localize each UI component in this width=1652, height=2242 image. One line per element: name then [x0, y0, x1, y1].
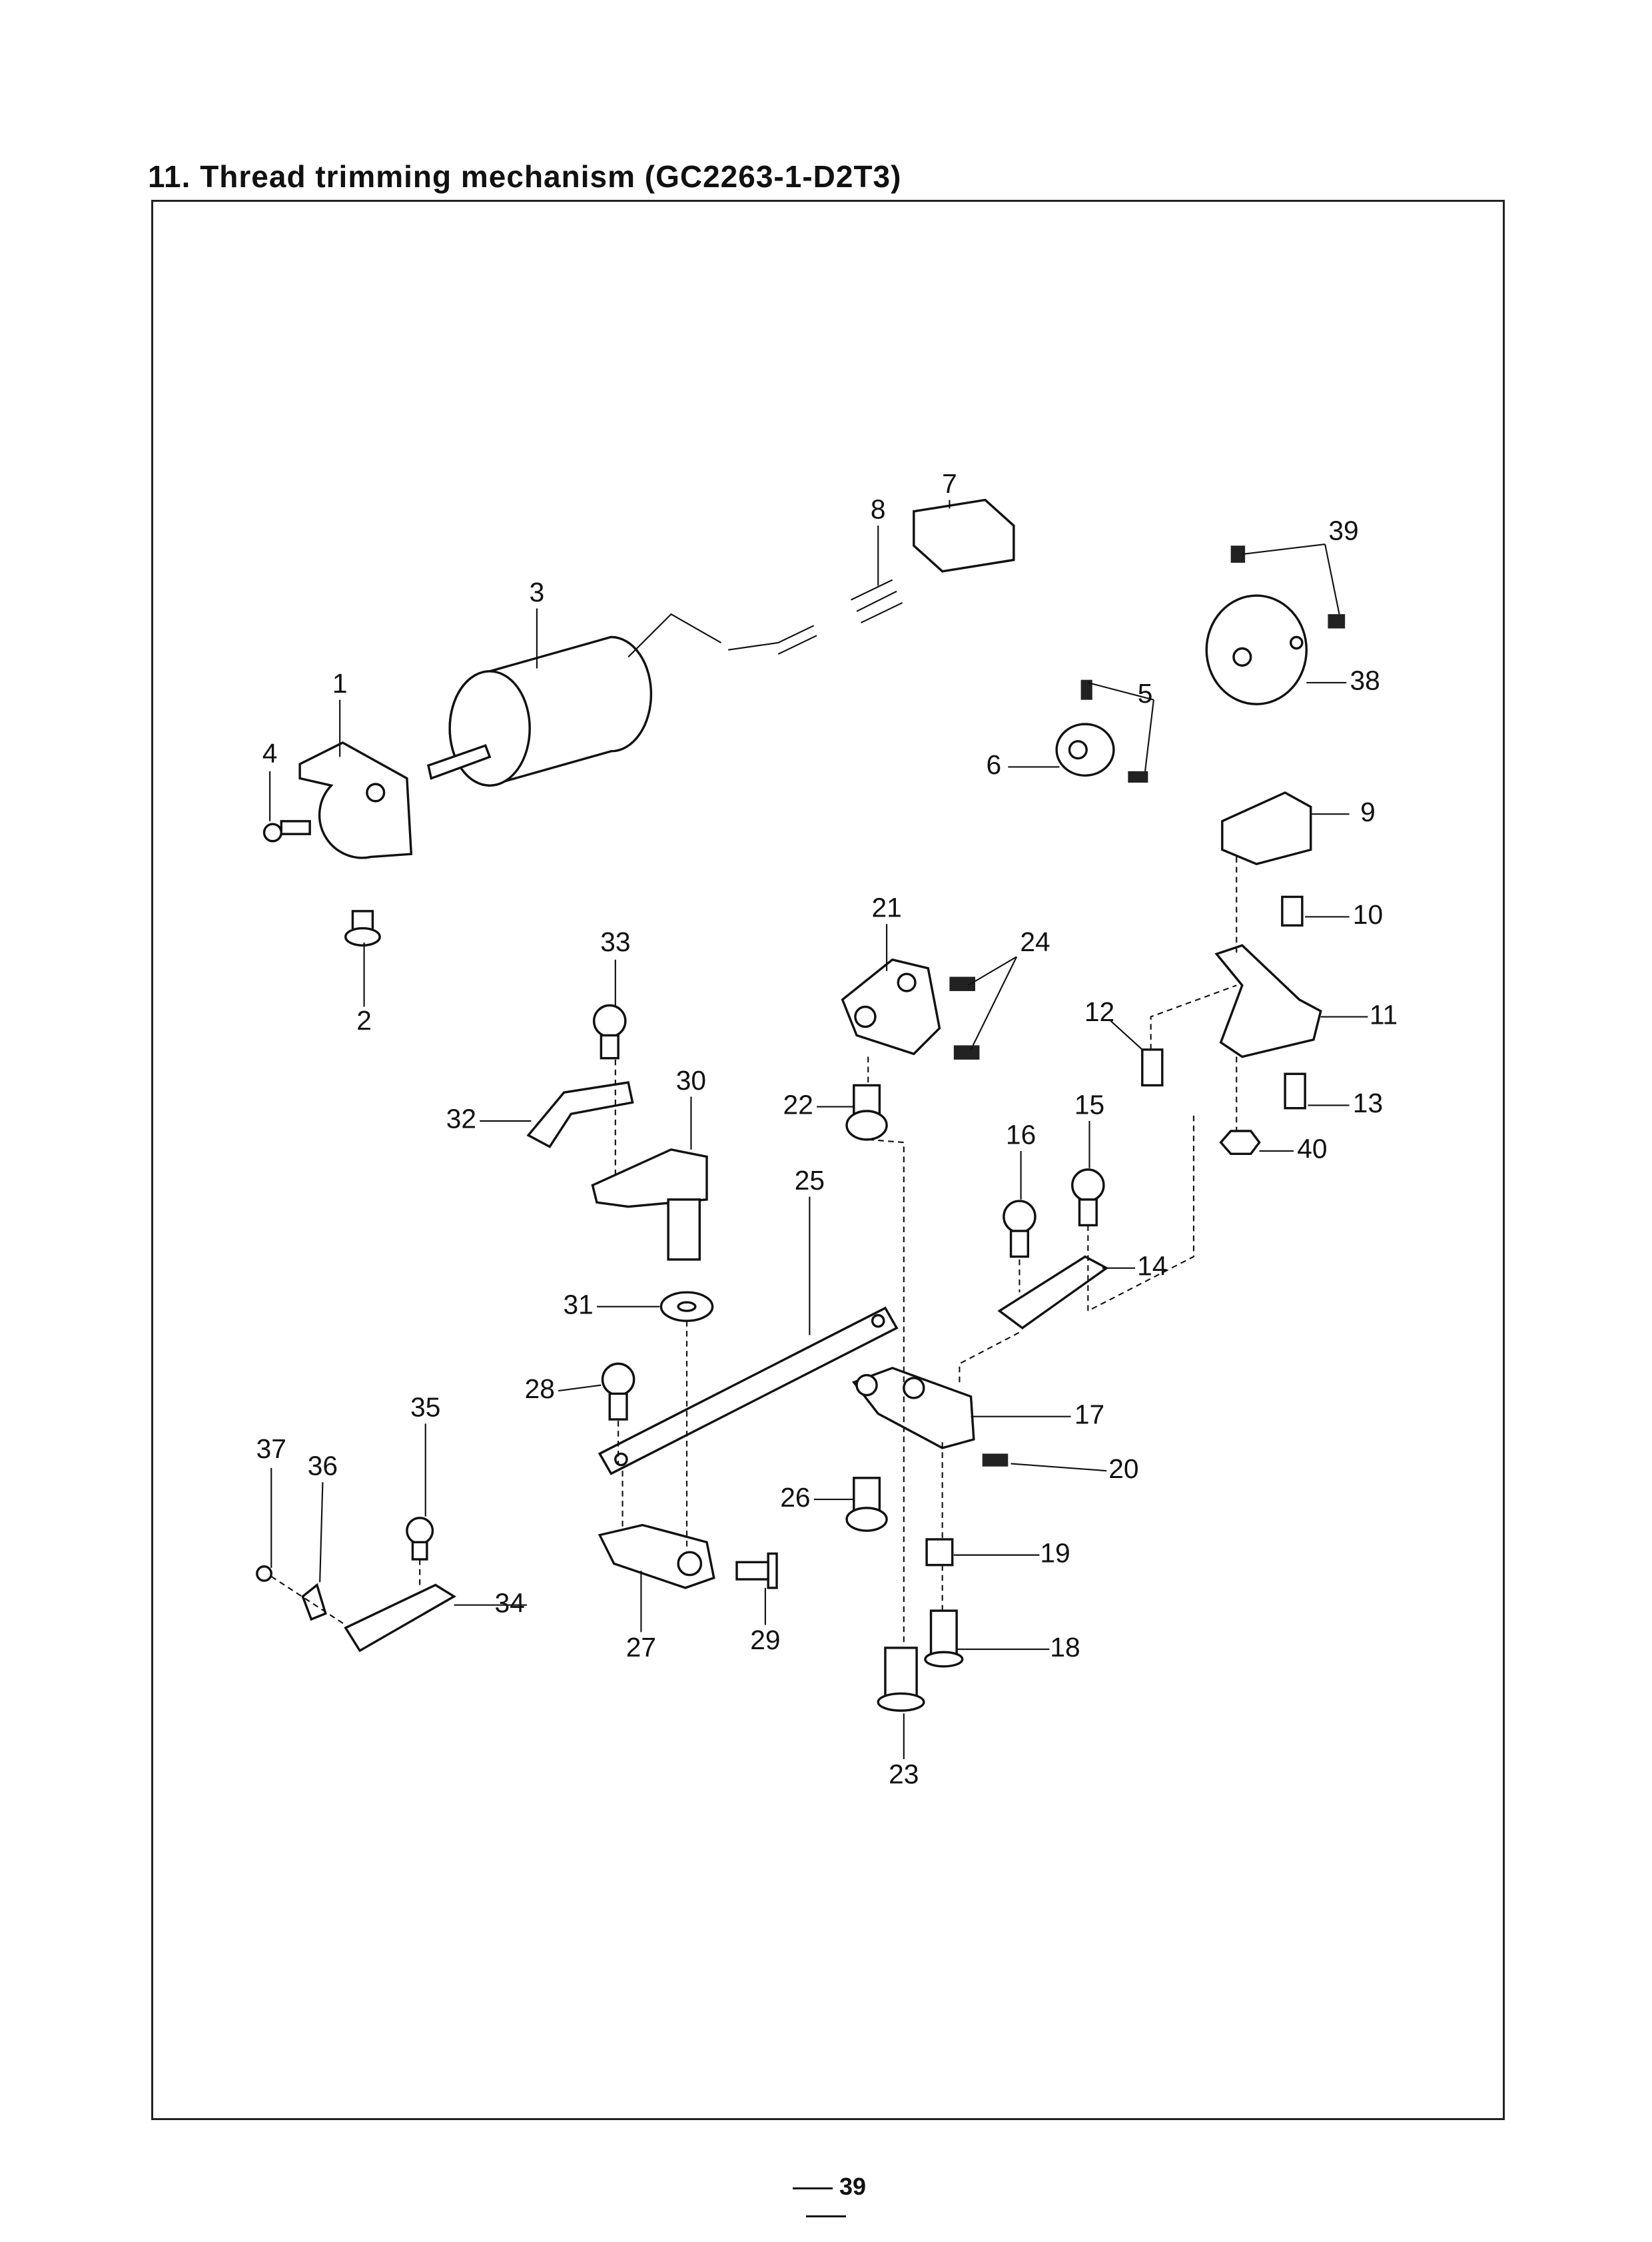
screw-part-37 — [256, 1565, 272, 1582]
leader-lines — [269, 500, 1368, 1760]
callout-37: 37 — [256, 1433, 286, 1464]
washer-part-31 — [659, 1291, 714, 1322]
callout-15: 15 — [1074, 1089, 1104, 1120]
callout-40: 40 — [1297, 1134, 1327, 1164]
callout-21: 21 — [871, 893, 901, 923]
crank-part-27 — [598, 1523, 715, 1589]
collar-part-6 — [1055, 723, 1115, 777]
callout-24: 24 — [1020, 927, 1050, 957]
screw-part-39 — [1230, 546, 1346, 629]
page-number: 39 — [759, 2173, 893, 2229]
dash-right — [806, 2215, 846, 2217]
screw-part-13 — [1284, 1072, 1306, 1110]
callout-8: 8 — [871, 494, 886, 524]
callout-32: 32 — [446, 1104, 476, 1134]
motor-part-3 — [427, 613, 817, 787]
lever-part-21 — [841, 958, 941, 1056]
screw-part-15 — [1071, 1168, 1105, 1227]
collar-part-19 — [925, 1538, 954, 1567]
shaft-part-23 — [877, 1647, 925, 1712]
connector-part-7 — [913, 498, 1015, 573]
plate-part-14 — [997, 1255, 1109, 1329]
screw-part-26 — [845, 1477, 888, 1532]
callout-4: 4 — [262, 738, 278, 769]
page-number-text: 39 — [839, 2173, 867, 2200]
pins-part-8 — [851, 579, 903, 623]
screw-part-22 — [845, 1084, 888, 1141]
callout-23: 23 — [889, 1759, 919, 1790]
block-part-9 — [1221, 791, 1312, 865]
screw-part-4 — [262, 820, 311, 843]
bracket-part-1 — [298, 741, 413, 859]
callout-13: 13 — [1353, 1088, 1383, 1118]
screw-part-10 — [1281, 895, 1304, 927]
callout-5: 5 — [1138, 678, 1153, 709]
callout-7: 7 — [942, 468, 957, 499]
screw-part-28 — [601, 1362, 635, 1421]
page-title: 11. Thread trimming mechanism (GC2263-1-… — [148, 159, 902, 194]
screw-part-35 — [406, 1517, 434, 1561]
callout-22: 22 — [783, 1089, 813, 1120]
callout-11: 11 — [1370, 999, 1398, 1030]
lever-part-17 — [852, 1366, 975, 1449]
plate-part-32 — [526, 1081, 634, 1148]
diagram-frame — [151, 200, 1505, 2120]
screw-part-29 — [735, 1552, 778, 1589]
callout-30: 30 — [676, 1065, 706, 1096]
callout-1: 1 — [332, 668, 348, 699]
callout-26: 26 — [780, 1482, 810, 1513]
screw-part-33 — [592, 1004, 627, 1060]
spring-part-36 — [301, 1583, 327, 1621]
nut-part-40 — [1219, 1130, 1261, 1156]
callout-28: 28 — [525, 1373, 555, 1404]
callout-27: 27 — [626, 1632, 656, 1663]
callout-20: 20 — [1108, 1453, 1138, 1484]
link-part-25 — [598, 1306, 899, 1475]
callout-39: 39 — [1328, 516, 1358, 546]
blade-part-34 — [344, 1583, 456, 1653]
callout-16: 16 — [1006, 1119, 1036, 1150]
callout-12: 12 — [1084, 996, 1114, 1027]
callout-34: 34 — [495, 1587, 525, 1618]
screw-part-20 — [982, 1453, 1009, 1467]
callout-17: 17 — [1074, 1399, 1104, 1429]
callout-36: 36 — [308, 1451, 338, 1481]
callout-38: 38 — [1350, 665, 1380, 696]
screw-part-2 — [344, 910, 381, 947]
holder-part-30 — [591, 1148, 708, 1261]
pin-part-18 — [924, 1609, 964, 1668]
callout-33: 33 — [600, 927, 630, 957]
callout-14: 14 — [1137, 1251, 1167, 1282]
callout-29: 29 — [750, 1625, 780, 1655]
callout-2: 2 — [356, 1005, 372, 1036]
cam-part-38 — [1205, 594, 1308, 705]
screw-part-16 — [1003, 1200, 1036, 1258]
lever-part-11 — [1214, 944, 1322, 1058]
callout-19: 19 — [1040, 1537, 1070, 1568]
screw-part-24 — [949, 976, 980, 1060]
callout-10: 10 — [1353, 899, 1383, 930]
dash-left — [792, 2187, 833, 2189]
screw-part-5 — [1080, 679, 1148, 783]
callout-35: 35 — [410, 1392, 440, 1423]
callout-9: 9 — [1360, 797, 1376, 827]
callout-31: 31 — [563, 1289, 593, 1319]
callout-25: 25 — [795, 1165, 825, 1196]
callout-6: 6 — [987, 749, 1002, 780]
screw-part-12 — [1141, 1048, 1164, 1087]
callout-3: 3 — [530, 577, 545, 607]
callout-18: 18 — [1050, 1632, 1080, 1663]
